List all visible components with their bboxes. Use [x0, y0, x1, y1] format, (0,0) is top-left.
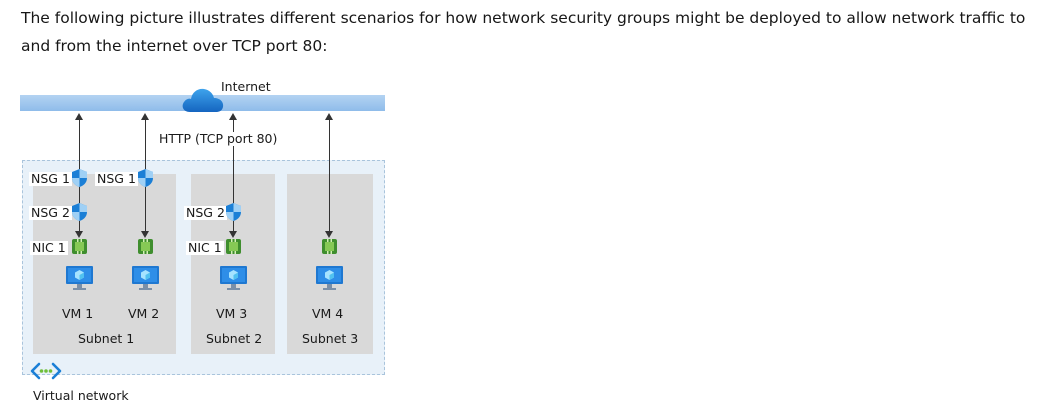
vm3-arrow-up [229, 113, 237, 120]
nic-icon [72, 239, 87, 254]
internet-label: Internet [221, 79, 271, 94]
vm4-arrow-down [325, 231, 333, 238]
subnet-1-box [33, 174, 176, 354]
description-paragraph: The following picture illustrates differ… [21, 9, 1026, 55]
vm3-connection-line [233, 120, 234, 235]
subnet-2-label: Subnet 2 [206, 331, 263, 346]
nsg-label-vm2-nic: NSG 1 [95, 171, 138, 186]
shield-icon [138, 169, 153, 187]
vm4-arrow-up [325, 113, 333, 120]
vm3-label: VM 3 [216, 306, 248, 321]
vm2-arrow-up [141, 113, 149, 120]
vm-icon [132, 266, 159, 290]
vm1-arrow-down [75, 231, 83, 238]
vm-icon [66, 266, 93, 290]
virtual-network-label: Virtual network [33, 388, 129, 403]
vm2-label: VM 2 [128, 306, 160, 321]
shield-icon [72, 203, 87, 221]
nic-icon [226, 239, 241, 254]
vm1-arrow-up [75, 113, 83, 120]
http-port-label: HTTP (TCP port 80) [157, 131, 280, 146]
subnet-3-label: Subnet 3 [302, 331, 359, 346]
vm4-label: VM 4 [312, 306, 344, 321]
cloud-icon [182, 88, 224, 112]
nic-icon [138, 239, 153, 254]
vm3-arrow-down [229, 231, 237, 238]
vm1-label: VM 1 [62, 306, 94, 321]
nic-icon [322, 239, 337, 254]
subnet-1-label: Subnet 1 [78, 331, 135, 346]
shield-icon [72, 169, 87, 187]
nic-label-vm3: NIC 1 [186, 240, 224, 255]
nsg-label-subnet2: NSG 2 [184, 205, 227, 220]
shield-icon [226, 203, 241, 221]
vm-icon [316, 266, 343, 290]
nsg-label-subnet1: NSG 2 [29, 205, 72, 220]
nic-label-vm1: NIC 1 [30, 240, 68, 255]
vm2-arrow-down [141, 231, 149, 238]
vm4-connection-line [329, 119, 330, 235]
vm-icon [220, 266, 247, 290]
subnet-3-box [287, 174, 373, 354]
virtual-network-icon [30, 362, 62, 380]
nsg-label-vm1-nic: NSG 1 [29, 171, 72, 186]
